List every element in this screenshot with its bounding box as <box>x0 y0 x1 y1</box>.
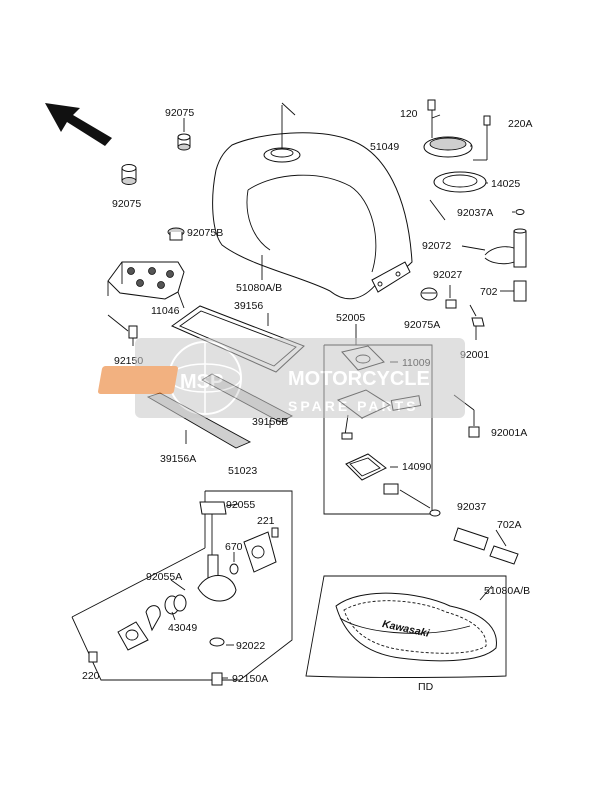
label-39156a: 39156A <box>160 453 196 465</box>
label-92150a: 92150A <box>232 673 268 685</box>
direction-arrow-icon <box>45 103 112 146</box>
label-43049: 43049 <box>168 622 197 634</box>
label-92022: 92022 <box>236 640 265 652</box>
label-92055: 92055 <box>226 499 255 511</box>
clip-92037 <box>399 489 441 517</box>
label-14090: 14090 <box>402 461 431 473</box>
label-51080ab-inset: 51080A/B <box>484 585 530 597</box>
hose-702a <box>453 527 519 565</box>
label-39156: 39156 <box>234 300 263 312</box>
label-92075a: 92075A <box>404 319 440 331</box>
label-92075-left: 92075 <box>112 198 141 210</box>
label-220a: 220A <box>508 118 533 130</box>
label-702: 702 <box>480 286 498 298</box>
label-221: 221 <box>257 515 275 527</box>
cap-gasket-14025 <box>429 171 487 221</box>
footnote-mark: ΠD <box>418 681 434 693</box>
label-92037: 92037 <box>457 501 486 513</box>
watermark: MSP MOTORCYCLE SPARE PARTS <box>98 338 465 418</box>
label-92037a: 92037A <box>457 207 493 219</box>
label-92055a: 92055A <box>146 571 182 583</box>
label-120: 120 <box>400 108 418 120</box>
label-92075-top: 92075 <box>165 107 194 119</box>
bolt-92150 <box>107 314 138 346</box>
label-220: 220 <box>82 670 100 682</box>
label-11046: 11046 <box>151 305 180 317</box>
watermark-brand-text: MOTORCYCLE <box>288 368 430 390</box>
label-702a: 702A <box>497 519 522 531</box>
bolt-92001 <box>469 304 485 340</box>
rubber-cushion-92075-left <box>121 164 137 185</box>
label-92027: 92027 <box>433 269 462 281</box>
label-92001a: 92001A <box>491 427 527 439</box>
rubber-92075a <box>420 287 438 301</box>
label-52005: 52005 <box>336 312 365 324</box>
leader-lines <box>170 114 515 679</box>
label-39156b: 39156B <box>252 416 288 428</box>
label-670: 670 <box>225 541 243 553</box>
label-92075b: 92075B <box>187 227 223 239</box>
watermark-logo-text: MSP <box>180 371 223 393</box>
label-51080ab-tank: 51080A/B <box>236 282 282 294</box>
watermark-sub-text: SPARE PARTS <box>288 398 419 414</box>
fuel-tap-group-51023 <box>71 490 293 686</box>
bracket-11046 <box>107 261 185 309</box>
tank-decal-inset: Kawasaki <box>305 575 507 678</box>
fuel-cap-51049 <box>423 99 491 161</box>
label-51023: 51023 <box>228 465 257 477</box>
breather-tube-702 <box>513 228 527 302</box>
fuel-tank <box>212 102 413 300</box>
rubber-plug-92075b <box>167 227 185 241</box>
collar-92027 <box>445 299 457 309</box>
label-14025: 14025 <box>491 178 520 190</box>
label-92001: 92001 <box>460 349 489 361</box>
label-92072: 92072 <box>422 240 451 252</box>
rubber-cushion-92075-top <box>177 118 191 151</box>
label-51049: 51049 <box>370 141 399 153</box>
